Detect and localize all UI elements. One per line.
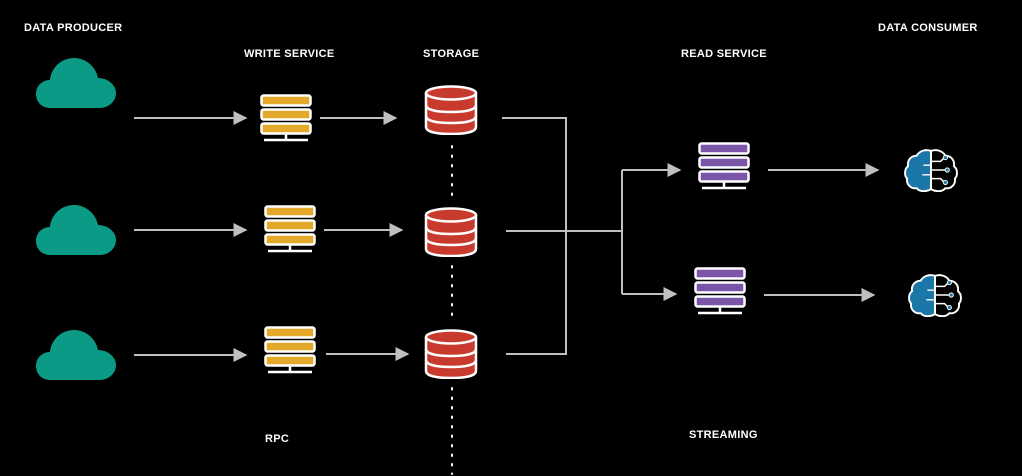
streaming-label: STREAMING: [689, 429, 758, 441]
consumer-ai-brain-icon: [904, 149, 958, 192]
read-server-icon: [698, 142, 750, 190]
storage-merge-bracket: [502, 117, 567, 355]
read-server-icon: [694, 267, 746, 315]
read-service-label: READ SERVICE: [681, 48, 767, 60]
storage-database-icon: [424, 329, 478, 379]
producer-cloud-icon: [36, 58, 116, 108]
storage-database-icon: [424, 207, 478, 257]
write-service-label: WRITE SERVICE: [244, 48, 335, 60]
producer-cloud-icon: [36, 205, 116, 255]
write-server-icon: [264, 326, 316, 374]
data-consumer-label: DATA CONSUMER: [878, 22, 978, 34]
consumer-ai-brain-icon: [908, 274, 962, 317]
write-server-icon: [260, 94, 312, 142]
write-server-icon: [264, 205, 316, 253]
data-producer-label: DATA PRODUCER: [24, 22, 123, 34]
rpc-label: RPC: [265, 433, 290, 445]
storage-database-icon: [424, 85, 478, 135]
storage-label: STORAGE: [423, 48, 480, 60]
producer-cloud-icon: [36, 330, 116, 380]
